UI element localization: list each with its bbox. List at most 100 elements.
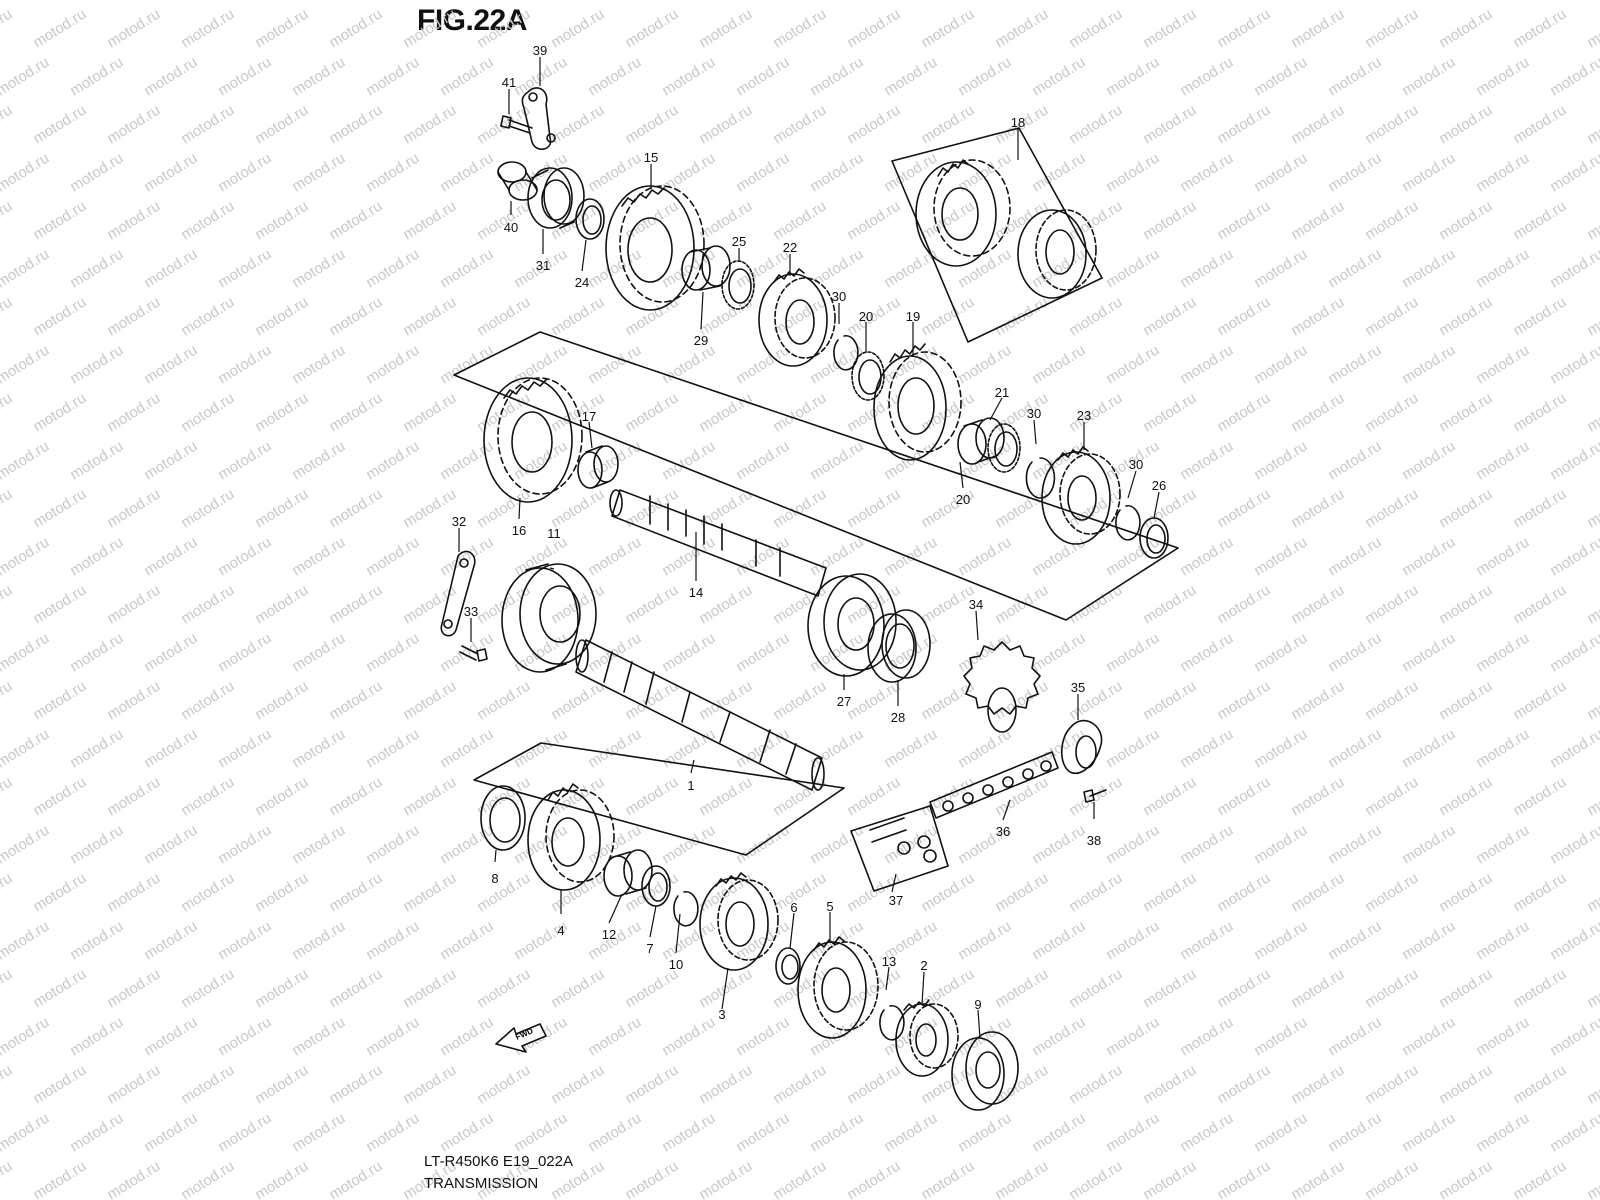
- callout-22: 22: [783, 240, 797, 255]
- watermark-text: motod.ru: [1584, 294, 1600, 340]
- watermark-text: motod.ru: [585, 630, 644, 676]
- watermark-text: motod.ru: [1436, 966, 1495, 1012]
- callout-5: 5: [826, 899, 833, 914]
- watermark-text: motod.ru: [1399, 1014, 1458, 1060]
- watermark-text: motod.ru: [622, 390, 681, 436]
- watermark-text: motod.ru: [1436, 486, 1495, 532]
- watermark-text: motod.ru: [252, 6, 311, 52]
- watermark-text: motod.ru: [1251, 534, 1310, 580]
- watermark-text: motod.ru: [474, 1062, 533, 1108]
- watermark-text: motod.ru: [437, 54, 496, 100]
- watermark-text: motod.ru: [585, 0, 644, 3]
- watermark-text: motod.ru: [733, 630, 792, 676]
- watermark-text: motod.ru: [1584, 1062, 1600, 1108]
- watermark-text: motod.ru: [363, 246, 422, 292]
- watermark-text: motod.ru: [1288, 294, 1347, 340]
- watermark-text: motod.ru: [326, 966, 385, 1012]
- watermark-text: motod.ru: [1251, 246, 1310, 292]
- watermark-text: motod.ru: [178, 678, 237, 724]
- watermark-text: motod.ru: [511, 438, 570, 484]
- watermark-text: motod.ru: [178, 966, 237, 1012]
- watermark-text: motod.ru: [659, 342, 718, 388]
- watermark-text: motod.ru: [1473, 726, 1532, 772]
- watermark-text: motod.ru: [992, 870, 1051, 916]
- watermark-text: motod.ru: [659, 630, 718, 676]
- watermark-text: motod.ru: [215, 630, 274, 676]
- watermark-text: motod.ru: [437, 1014, 496, 1060]
- watermark-text: motod.ru: [1066, 1158, 1125, 1200]
- watermark-text: motod.ru: [289, 54, 348, 100]
- watermark-text: motod.ru: [1214, 390, 1273, 436]
- bolt-33: [459, 645, 488, 662]
- washer-25: [721, 260, 755, 310]
- watermark-text: motod.ru: [1473, 438, 1532, 484]
- watermark-text: motod.ru: [67, 726, 126, 772]
- watermark-text: motod.ru: [1066, 1062, 1125, 1108]
- watermark-text: motod.ru: [437, 0, 496, 3]
- watermark-text: motod.ru: [1473, 150, 1532, 196]
- watermark-text: motod.ru: [696, 1062, 755, 1108]
- watermark-text: motod.ru: [252, 1158, 311, 1200]
- watermark-text: motod.ru: [992, 774, 1051, 820]
- watermark-text: motod.ru: [955, 726, 1014, 772]
- watermark-text: motod.ru: [1362, 6, 1421, 52]
- watermark-text: motod.ru: [1251, 0, 1310, 3]
- callout-13: 13: [882, 954, 896, 969]
- callout-38: 38: [1087, 833, 1101, 848]
- watermark-text: motod.ru: [1029, 1110, 1088, 1156]
- watermark-text: motod.ru: [1288, 678, 1347, 724]
- callout-25: 25: [732, 234, 746, 249]
- watermark-text: motod.ru: [1140, 774, 1199, 820]
- watermark-text: motod.ru: [659, 534, 718, 580]
- watermark-text: motod.ru: [363, 342, 422, 388]
- watermark-text: motod.ru: [67, 246, 126, 292]
- watermark-text: motod.ru: [1510, 294, 1569, 340]
- watermark-text: motod.ru: [770, 198, 829, 244]
- bushing-12: [603, 849, 653, 897]
- callout-31: 31: [536, 258, 550, 273]
- watermark-text: motod.ru: [363, 630, 422, 676]
- watermark-text: motod.ru: [1399, 1110, 1458, 1156]
- section-caption: TRANSMISSION: [424, 1175, 539, 1192]
- watermark-text: motod.ru: [733, 150, 792, 196]
- gear-23: [1041, 446, 1121, 545]
- watermark-text: motod.ru: [363, 54, 422, 100]
- watermark-text: motod.ru: [1362, 966, 1421, 1012]
- watermark-text: motod.ru: [1288, 102, 1347, 148]
- watermark-text: motod.ru: [326, 390, 385, 436]
- watermark-text: motod.ru: [437, 630, 496, 676]
- figure-title: FIG.22A: [417, 4, 527, 37]
- watermark-text: motod.ru: [1547, 726, 1600, 772]
- watermark-text: motod.ru: [1140, 102, 1199, 148]
- watermark-text: motod.ru: [1473, 54, 1532, 100]
- watermark-text: motod.ru: [918, 6, 977, 52]
- gear-16: [483, 377, 583, 503]
- callout-11: 11: [547, 526, 561, 541]
- callout-15: 15: [644, 150, 658, 165]
- watermark-text: motod.ru: [511, 0, 570, 3]
- callout-30c: 30: [1129, 457, 1143, 472]
- watermark-text: motod.ru: [1584, 1158, 1600, 1200]
- watermark-text: motod.ru: [1103, 630, 1162, 676]
- watermark-text: motod.ru: [400, 1062, 459, 1108]
- watermark-text: motod.ru: [955, 1110, 1014, 1156]
- callout-26: 26: [1152, 478, 1166, 493]
- watermark-text: motod.ru: [67, 150, 126, 196]
- watermark-text: motod.ru: [1325, 438, 1384, 484]
- watermark-text: motod.ru: [1362, 1158, 1421, 1200]
- watermark-text: motod.ru: [1362, 486, 1421, 532]
- watermark-text: motod.ru: [548, 870, 607, 916]
- watermark-text: motod.ru: [141, 918, 200, 964]
- watermark-text: motod.ru: [622, 966, 681, 1012]
- watermark-text: motod.ru: [1177, 342, 1236, 388]
- watermark-text: motod.ru: [1325, 726, 1384, 772]
- watermark-text: motod.ru: [289, 918, 348, 964]
- watermark-text: motod.ru: [733, 534, 792, 580]
- watermark-text: motod.ru: [1214, 486, 1273, 532]
- watermark-text: motod.ru: [1510, 774, 1569, 820]
- watermark-text: motod.ru: [141, 1014, 200, 1060]
- gear-3: [699, 872, 779, 971]
- watermark-text: motod.ru: [844, 198, 903, 244]
